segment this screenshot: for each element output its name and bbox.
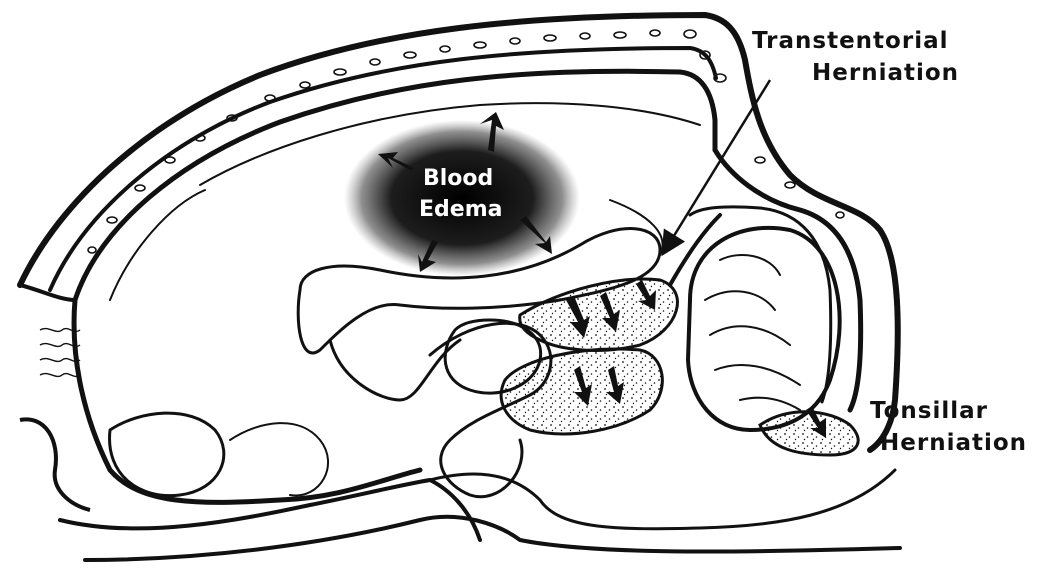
- posterior-skull: [715, 150, 861, 410]
- lesion-label-line1: Blood: [423, 166, 493, 192]
- transtentorial-label-line1: Transtentorial: [752, 28, 948, 54]
- cerebellar-folium-2: [705, 291, 775, 310]
- tonsillar-herniation-region: [760, 412, 858, 455]
- thalamus: [330, 340, 460, 400]
- frontal-base: [74, 300, 420, 502]
- skull-base-mid: [430, 470, 895, 529]
- transtentorial-pointer: [664, 80, 770, 252]
- cerebellum: [688, 228, 840, 430]
- midbrain-herniation-region: [520, 279, 678, 350]
- transtentorial-label-line2: Herniation: [812, 60, 959, 86]
- temporal-lobe: [230, 423, 328, 495]
- cerebellar-folium-5: [740, 398, 800, 410]
- nasal-texture: [20, 285, 90, 510]
- skull-base-outer: [60, 480, 480, 540]
- cerebellar-folium-4: [715, 365, 800, 385]
- uncal-herniation-region: [501, 349, 662, 434]
- cerebellar-folium-3: [710, 326, 790, 345]
- tonsillar-label-line1: Tonsillar: [870, 398, 988, 424]
- posterior-skull-inner: [690, 207, 831, 402]
- cortex-fold-frontal: [110, 190, 205, 300]
- tonsillar-label-line2: Herniation: [880, 430, 1027, 456]
- cerebellar-folium-1: [720, 255, 780, 275]
- lesion-label-line2: Edema: [419, 197, 502, 223]
